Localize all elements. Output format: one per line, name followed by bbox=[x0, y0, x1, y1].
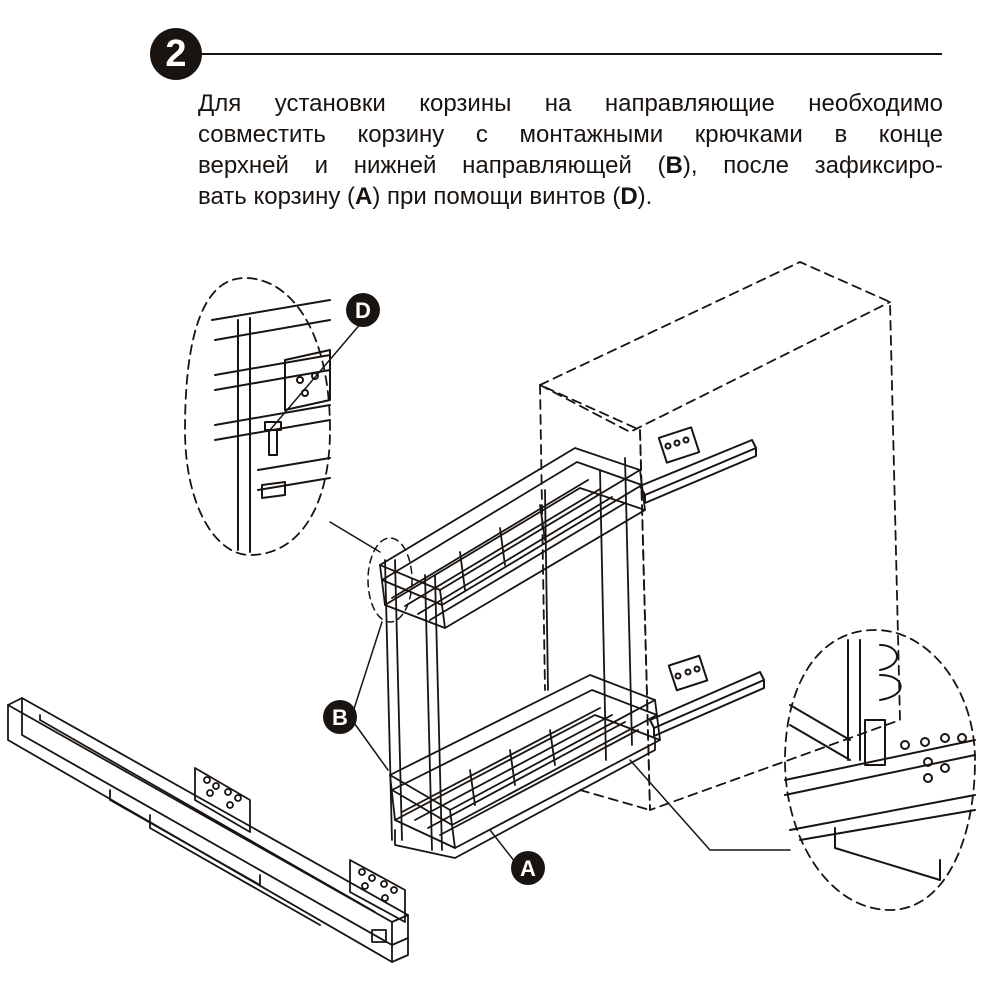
instruction-ref-b: B bbox=[665, 152, 683, 179]
instruction-line-4-part-e: ). bbox=[637, 183, 653, 210]
instruction-line-3-part-c: ), после зафиксиро- bbox=[682, 152, 944, 179]
instruction-line-1: Для установки корзины на направляющие не… bbox=[198, 90, 943, 117]
instruction-line-3-part-a: верхней и нижней направляющей ( bbox=[198, 152, 666, 179]
callout-a: A bbox=[511, 851, 545, 885]
callout-d: D bbox=[346, 293, 380, 327]
callout-b: B bbox=[323, 700, 357, 734]
instruction-line-4: вать корзину (A) при помощи винтов (D). bbox=[198, 181, 943, 212]
instruction-ref-a: A bbox=[354, 183, 373, 210]
instruction-text: Для установки корзины на направляющие не… bbox=[198, 88, 943, 212]
detail-circle-screw bbox=[184, 277, 331, 556]
cabinet-lower-rail bbox=[649, 654, 765, 737]
instruction-line-4-part-c: ) при помощи винтов ( bbox=[372, 183, 621, 210]
instruction-line-4-part-a: вать корзину ( bbox=[198, 183, 355, 210]
leader-lines bbox=[269, 321, 791, 863]
instruction-line-2: совместить корзину с монтажными крючками… bbox=[198, 121, 943, 148]
loose-drawer-slide bbox=[7, 697, 409, 963]
basket-assembly bbox=[379, 447, 661, 859]
instruction-ref-d: D bbox=[620, 183, 638, 210]
step-number-badge: 2 bbox=[150, 28, 202, 80]
detail-circle-hook bbox=[784, 629, 976, 911]
callout-a-label: A bbox=[520, 856, 536, 881]
step-header-rule bbox=[200, 53, 942, 55]
cabinet-outline bbox=[539, 261, 901, 811]
callout-d-label: D bbox=[355, 298, 371, 323]
instruction-line-3: верхней и нижней направляющей (B), после… bbox=[198, 150, 943, 181]
cabinet-upper-rail bbox=[639, 426, 757, 504]
callout-b-label: B bbox=[332, 705, 348, 730]
